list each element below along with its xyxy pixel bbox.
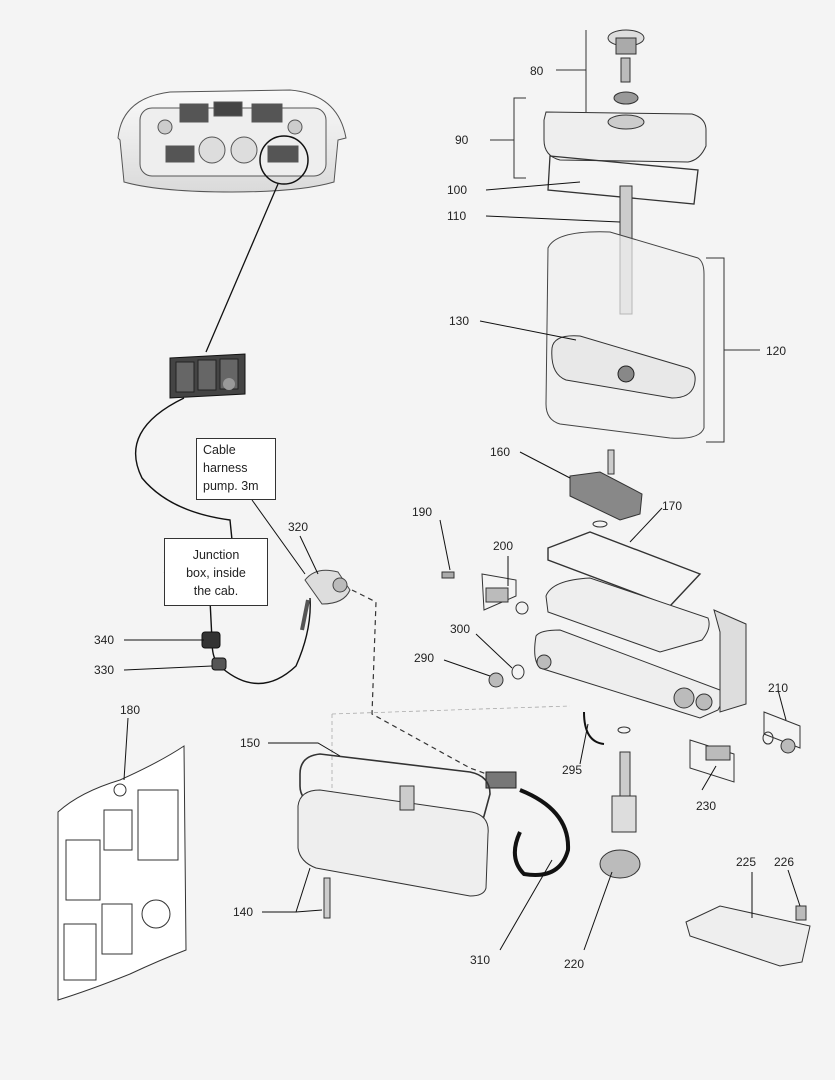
note-line: the cab. [193,584,239,598]
callout-110: 110 [447,209,466,223]
callout-130: 130 [449,314,469,328]
callout-180: 180 [120,703,140,717]
note-line: Junction [192,548,240,562]
manual-180 [57,745,187,1001]
gasket-170 [547,531,702,607]
tray-140 [297,785,489,897]
block-160 [569,449,643,521]
lid-90 [543,111,707,163]
note-line: harness [203,461,248,475]
callout-210: 210 [768,681,788,695]
callout-190: 190 [412,505,432,519]
callout-226: 226 [774,855,794,869]
callout-340: 340 [94,633,114,647]
gasket-100 [547,155,699,205]
callout-120: 120 [766,344,786,358]
callout-300: 300 [450,622,470,636]
callout-295: 295 [562,763,582,777]
callout-220: 220 [564,957,584,971]
callout-330: 330 [94,663,114,677]
dashboard-panel [117,89,347,193]
cable-connector [300,569,351,631]
switch-module [169,353,246,399]
pump-housing [534,577,747,719]
note-line: box, inside [186,566,246,580]
callout-150: 150 [240,736,260,750]
callout-290: 290 [414,651,434,665]
callout-200: 200 [493,539,513,553]
callout-90: 90 [455,133,469,147]
callout-100: 100 [447,183,467,197]
plate-225 [685,905,811,967]
callout-310: 310 [470,953,490,967]
callout-225: 225 [736,855,756,869]
callout-160: 160 [490,445,510,459]
callout-80: 80 [530,64,544,78]
solenoid-220 [599,751,641,879]
callout-230: 230 [696,799,716,813]
connector-nut [201,631,227,671]
callout-170: 170 [662,499,682,513]
note-line: pump. 3m [203,479,259,493]
cable-harness-note: Cable harness pump. 3m [196,438,276,500]
fitting-200 [481,573,529,615]
harness-310 [485,771,571,877]
callout-140: 140 [233,905,253,919]
tank-120 [545,231,705,439]
cap-80 [607,29,645,105]
note-line: Cable [203,443,236,457]
callout-320: 320 [288,520,308,534]
junction-box-note: Junction box, inside the cab. [164,538,268,606]
